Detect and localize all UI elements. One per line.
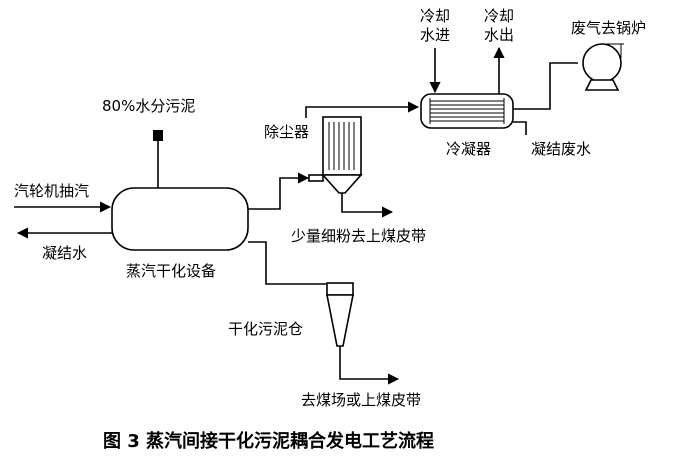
dust-collector-inlet — [308, 174, 324, 182]
exhaust-label: 废气去锅炉 — [571, 19, 646, 37]
dust-collector-filter-bags — [328, 122, 355, 170]
turbine-steam-label: 汽轮机抽汽 — [14, 182, 89, 200]
sludge-hopper — [153, 130, 163, 141]
condensate-label: 凝结水 — [42, 244, 87, 262]
cooling-in-label-1: 冷却 — [420, 7, 450, 25]
dry-sludge-line — [248, 241, 326, 285]
coal-yard-label: 去煤场或上煤皮带 — [301, 391, 421, 409]
gas-to-dust-collector-line — [248, 172, 310, 210]
wastewater-label: 凝结废水 — [531, 140, 591, 158]
sludge-feed-label: 80%水分污泥 — [102, 97, 195, 115]
wastewater-out-line — [513, 121, 527, 135]
gas-to-condenser-line — [305, 101, 420, 118]
dryer-label: 蒸汽干化设备 — [126, 262, 216, 280]
dry-silo-label: 干化污泥仓 — [228, 320, 303, 338]
exhaust-to-fan-line — [513, 62, 578, 110]
condenser-label: 冷凝器 — [446, 140, 491, 158]
dust-collector-label: 除尘器 — [264, 123, 309, 141]
cooling-out-label-2: 水出 — [484, 26, 514, 44]
condenser — [420, 93, 514, 129]
dry-silo-body — [326, 294, 354, 347]
exhaust-fan — [582, 43, 624, 91]
silo-out-arrow — [339, 346, 400, 385]
dry-silo-top — [326, 282, 354, 296]
fines-out-arrow — [341, 193, 394, 218]
steam-dryer — [111, 187, 249, 251]
cooling-out-label-1: 冷却 — [484, 7, 514, 25]
condenser-tubes — [429, 98, 505, 124]
cooling-in-label-2: 水进 — [420, 26, 450, 44]
figure-caption: 图 3 蒸汽间接干化污泥耦合发电工艺流程 — [103, 430, 434, 452]
fines-label: 少量细粉去上煤皮带 — [291, 227, 426, 245]
dust-collector-hopper — [321, 174, 363, 194]
